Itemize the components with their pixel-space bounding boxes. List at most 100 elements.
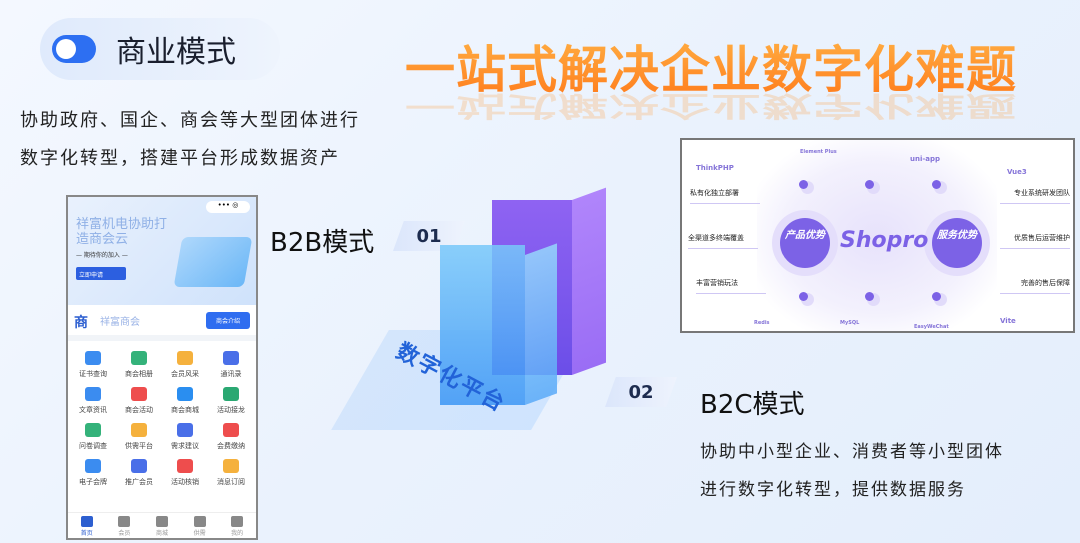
grid-item-label: 活动核销 [171, 478, 199, 486]
tab-item[interactable]: 我的 [218, 513, 256, 538]
tech-label: Redis [754, 320, 770, 326]
grid-item-icon [85, 387, 101, 401]
apply-button[interactable]: 立即申请 [76, 267, 126, 280]
intro-line: 数字化转型，搭建平台形成数据资产 [20, 148, 340, 169]
grid-item[interactable]: 活动接龙 [208, 387, 254, 415]
grid-item-icon [131, 387, 147, 401]
grid-item-label: 通讯录 [220, 370, 242, 378]
tab-icon [193, 516, 206, 527]
grid-item-icon [85, 459, 101, 473]
grid-item[interactable]: 消息订阅 [208, 459, 254, 487]
tech-label: Vue3 [1007, 168, 1027, 176]
tech-icon [932, 180, 941, 189]
feature-right: 优质售后运营维护 [1000, 233, 1070, 249]
tab-icon [80, 516, 93, 527]
grid-item-label: 会员风采 [171, 370, 199, 378]
tab-item[interactable]: 首页 [68, 513, 106, 538]
shopro-diagram: ThinkPHP Element Plus uni-app Vue3 Redis… [680, 138, 1075, 333]
phone-mockup: ••• ◎ 祥富机电协助打造商会云 — 期待你的加入 — 立即申请 商 祥富商会… [66, 195, 258, 540]
blue-block [440, 245, 525, 405]
feature-left: 全渠道多终端覆盖 [688, 233, 758, 249]
grid-item[interactable]: 活动核销 [162, 459, 208, 487]
b2c-text: 协助中小型企业、消费者等小型团体 进行数字化转型，提供数据服务 [700, 433, 1004, 509]
grid-item-icon [177, 459, 193, 473]
grid-item-label: 推广会员 [125, 478, 153, 486]
grid-item-label: 文章资讯 [79, 406, 107, 414]
grid-item[interactable]: 需求建议 [162, 423, 208, 451]
capsule-menu[interactable]: ••• ◎ [206, 201, 250, 213]
grid-item-label: 需求建议 [171, 442, 199, 450]
tab-label: 会员 [118, 530, 131, 537]
service-advantage-circle: 服务优势 [932, 218, 982, 268]
tech-label: Vite [1000, 317, 1016, 325]
grid-item-icon [223, 387, 239, 401]
tab-item[interactable]: 供需 [181, 513, 219, 538]
tab-icon [118, 516, 131, 527]
grid-item-icon [223, 351, 239, 365]
grid-item[interactable]: 会费缴纳 [208, 423, 254, 451]
tab-label: 首页 [80, 530, 93, 537]
intro-text: 协助政府、国企、商会等大型团体进行 数字化转型，搭建平台形成数据资产 [20, 102, 360, 178]
banner-subtitle: — 期待你的加入 — [76, 252, 128, 259]
tech-label: EasyWeChat [914, 324, 949, 330]
club-intro-button[interactable]: 商会介绍 [205, 311, 250, 329]
grid-item-icon [177, 351, 193, 365]
tab-bar: 首页 会员 商城 供需我的 [68, 512, 256, 538]
grid-item[interactable]: 证书查询 [70, 351, 116, 379]
grid-item-label: 商会相册 [125, 370, 153, 378]
club-name: 祥富商会 [100, 316, 140, 328]
tab-icon [155, 516, 168, 527]
grid-item[interactable]: 供需平台 [116, 423, 162, 451]
grid-item-label: 活动接龙 [217, 406, 245, 414]
banner-illustration [173, 237, 253, 287]
club-logo-icon: 商 [74, 315, 88, 331]
tab-label: 我的 [231, 530, 244, 537]
grid-item[interactable]: 问卷调查 [70, 423, 116, 451]
shopro-logo: Shopro [840, 228, 929, 253]
grid-item-label: 供需平台 [125, 442, 153, 450]
grid-item-icon [131, 351, 147, 365]
tab-label: 商城 [155, 530, 168, 537]
grid-item-icon [223, 459, 239, 473]
page-title-reflection: 一站式解决企业数字化难题 [405, 90, 1017, 122]
b2c-label: B2C模式 [700, 390, 805, 420]
toggle-icon [52, 35, 96, 63]
grid-item-label: 商会活动 [125, 406, 153, 414]
b2b-label: B2B模式 [270, 228, 375, 258]
grid-item-icon [131, 459, 147, 473]
grid-item-icon [131, 423, 147, 437]
grid-item-label: 问卷调查 [79, 442, 107, 450]
intro-line: 协助政府、国企、商会等大型团体进行 [20, 110, 360, 131]
tab-item[interactable]: 商城 [143, 513, 181, 538]
section-label: 商业模式 [116, 35, 236, 70]
feature-right: 完善的售后保障 [1000, 278, 1070, 294]
feature-left: 丰富营销玩法 [696, 278, 766, 294]
grid-item[interactable]: 通讯录 [208, 351, 254, 379]
grid-item-label: 商会商城 [171, 406, 199, 414]
tech-label: Element Plus [800, 149, 837, 155]
grid-item[interactable]: 商会活动 [116, 387, 162, 415]
banner[interactable]: ••• ◎ 祥富机电协助打造商会云 — 期待你的加入 — 立即申请 [68, 197, 256, 305]
grid-item[interactable]: 推广会员 [116, 459, 162, 487]
grid-item[interactable]: 会员风采 [162, 351, 208, 379]
tech-icon [865, 180, 874, 189]
club-row: 商 祥富商会 商会介绍 [68, 305, 256, 341]
grid-item[interactable]: 文章资讯 [70, 387, 116, 415]
b2c-line: 协助中小型企业、消费者等小型团体 [700, 442, 1004, 462]
tech-label: MySQL [840, 320, 860, 326]
grid-item-icon [85, 423, 101, 437]
grid-item-icon [223, 423, 239, 437]
grid-item-label: 会费缴纳 [217, 442, 245, 450]
b2c-number: 02 [605, 377, 677, 407]
grid-item[interactable]: 商会商城 [162, 387, 208, 415]
grid-item-icon [177, 423, 193, 437]
grid-item[interactable]: 商会相册 [116, 351, 162, 379]
grid-item[interactable]: 电子会牌 [70, 459, 116, 487]
tab-item[interactable]: 会员 [106, 513, 144, 538]
b2c-line: 进行数字化转型，提供数据服务 [700, 480, 966, 500]
tech-icon [799, 292, 808, 301]
tech-label: ThinkPHP [696, 164, 734, 172]
tech-icon [932, 292, 941, 301]
feature-grid: 证书查询商会相册 会员风采 通讯录文章资讯 商会活动 商会商城 活动接龙问卷调查 供需平台 需… [68, 341, 256, 487]
tech-icon [799, 180, 808, 189]
